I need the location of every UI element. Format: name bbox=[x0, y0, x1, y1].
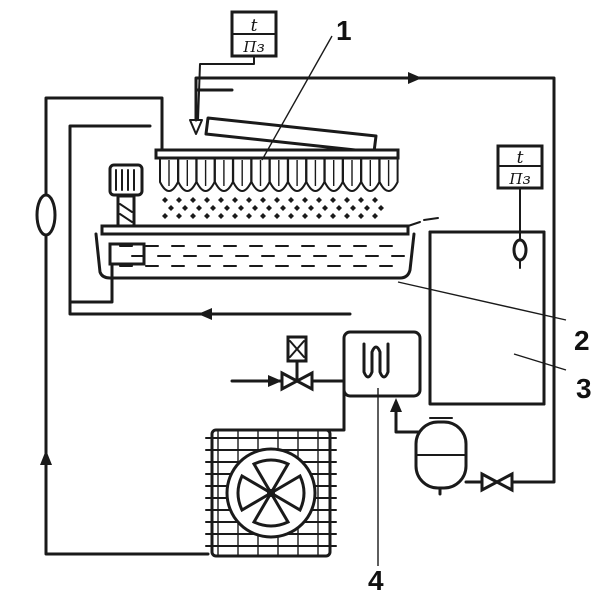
water-surface bbox=[119, 245, 405, 267]
ice-droplet bbox=[260, 197, 266, 203]
ice-droplet bbox=[190, 197, 196, 203]
ice-droplet bbox=[372, 197, 378, 203]
ice-droplet bbox=[162, 197, 168, 203]
flow-arrow bbox=[40, 450, 52, 465]
ice-droplet bbox=[316, 197, 322, 203]
sloped-header bbox=[204, 116, 378, 154]
ice-droplet bbox=[330, 213, 336, 219]
ice-droplet bbox=[232, 213, 238, 219]
ice-droplet bbox=[322, 205, 328, 211]
ice-droplet bbox=[302, 213, 308, 219]
ice-droplet bbox=[336, 205, 342, 211]
ice-droplet bbox=[204, 197, 210, 203]
ice-droplet bbox=[232, 197, 238, 203]
ice-droplet bbox=[358, 197, 364, 203]
flow-arrow bbox=[408, 72, 422, 84]
gauge-top: t Пз bbox=[189, 10, 278, 135]
callout-2: 2 bbox=[574, 325, 590, 356]
water-bath bbox=[94, 232, 416, 280]
fan-icon bbox=[236, 458, 306, 528]
pump-motor bbox=[108, 163, 146, 266]
ice-droplet bbox=[260, 213, 266, 219]
ice-droplet bbox=[316, 213, 322, 219]
valve-icon bbox=[480, 471, 514, 493]
gauge-right-label: t bbox=[517, 148, 524, 168]
solenoid-valve-icon bbox=[280, 335, 314, 392]
ice-droplet bbox=[344, 213, 350, 219]
ice-droplet bbox=[176, 197, 182, 203]
ice-droplet bbox=[218, 213, 224, 219]
ice-droplet bbox=[238, 205, 244, 211]
ice-droplet bbox=[224, 205, 230, 211]
heat-exchanger bbox=[342, 330, 422, 398]
callout-3: 3 bbox=[576, 373, 592, 404]
ice-droplet bbox=[168, 205, 174, 211]
ice-droplet bbox=[364, 205, 370, 211]
ice-droplet bbox=[288, 213, 294, 219]
ice-droplet bbox=[182, 205, 188, 211]
ice-droplet bbox=[196, 205, 202, 211]
gauge-top-sublabel: Пз bbox=[242, 38, 264, 56]
refrigerant-piping bbox=[40, 72, 556, 556]
ice-droplets bbox=[162, 197, 384, 219]
ice-droplet bbox=[266, 205, 272, 211]
ice-droplet bbox=[246, 213, 252, 219]
sight-glass-icon bbox=[35, 193, 57, 237]
ice-droplet bbox=[190, 213, 196, 219]
ice-droplet bbox=[162, 213, 168, 219]
ice-droplet bbox=[358, 213, 364, 219]
callout-4: 4 bbox=[368, 565, 384, 596]
ice-droplet bbox=[288, 197, 294, 203]
evaporator-finger bbox=[378, 157, 399, 192]
gauge-right: t Пз bbox=[496, 144, 544, 269]
ice-droplet bbox=[344, 197, 350, 203]
ice-droplet bbox=[246, 197, 252, 203]
ice-droplet bbox=[308, 205, 314, 211]
ice-droplet bbox=[218, 197, 224, 203]
ice-droplet bbox=[378, 205, 384, 211]
receiver-tank bbox=[414, 417, 468, 490]
thermostat-bulb bbox=[512, 238, 528, 262]
ice-generator bbox=[100, 88, 439, 266]
ice-droplet bbox=[302, 197, 308, 203]
ice-droplet bbox=[204, 213, 210, 219]
flow-arrow bbox=[268, 375, 282, 387]
ice-droplet bbox=[294, 205, 300, 211]
ice-droplet bbox=[252, 205, 258, 211]
flow-arrow bbox=[198, 308, 212, 320]
ice-droplet bbox=[274, 213, 280, 219]
ice-droplet bbox=[176, 213, 182, 219]
evaporator-fingers bbox=[159, 157, 399, 192]
ice-droplet bbox=[210, 205, 216, 211]
callout-1: 1 bbox=[336, 15, 352, 46]
spray-tray bbox=[100, 224, 410, 236]
ice-droplet bbox=[372, 213, 378, 219]
gauge-top-label: t bbox=[251, 16, 258, 36]
gauge-right-sublabel: Пз bbox=[508, 170, 530, 188]
header-bar bbox=[154, 148, 400, 160]
ice-droplet bbox=[280, 205, 286, 211]
ice-droplet bbox=[330, 197, 336, 203]
ice-droplet bbox=[274, 197, 280, 203]
air-condenser bbox=[205, 428, 337, 558]
flow-arrow bbox=[390, 398, 402, 412]
leader-lines bbox=[261, 35, 567, 566]
ice-droplet bbox=[350, 205, 356, 211]
